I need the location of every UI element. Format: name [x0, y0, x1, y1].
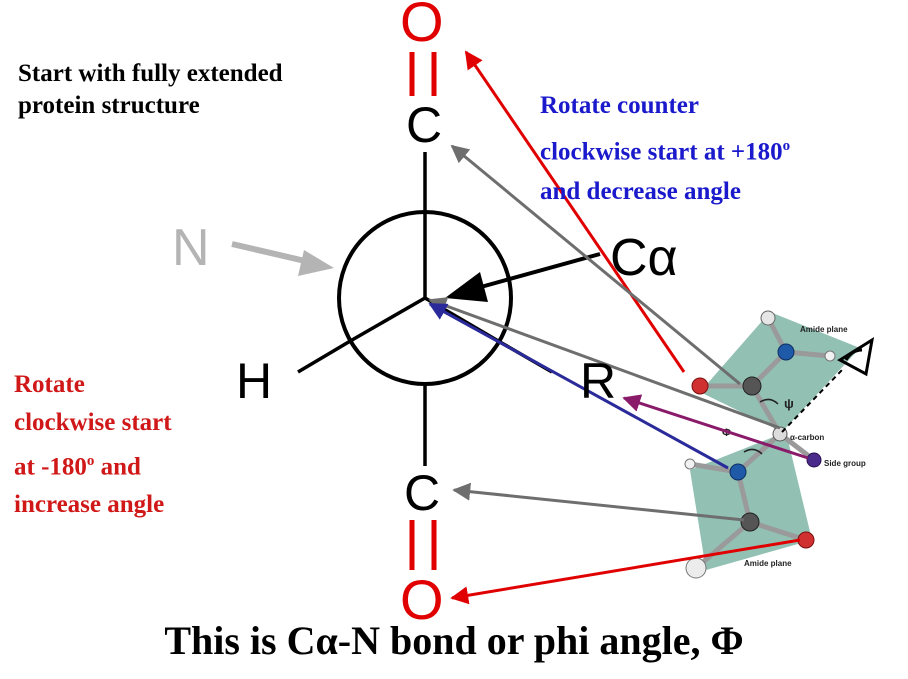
atom-nitrogen: N	[172, 219, 210, 277]
cw-note-line: clockwise start	[14, 409, 172, 436]
arrow-red-top	[464, 50, 686, 373]
amide-plane-bottom	[690, 432, 812, 570]
arrow-gray-c-top	[450, 144, 741, 386]
arrow-red-bottom	[450, 538, 801, 605]
cw-note-line: Rotate	[14, 371, 85, 398]
n-arrow-head	[298, 250, 334, 276]
atom-side-chain: R	[580, 353, 617, 409]
ball-and-stick-model: Amide plane Amide plane α-carbon Side gr…	[684, 310, 875, 579]
arrow-gray-center	[428, 297, 781, 430]
atom-carbon-bottom: C	[404, 465, 441, 521]
arrow-purple-r	[622, 394, 809, 460]
front-bond-h	[351, 296, 426, 342]
start-note-line: Start with fully extended	[18, 60, 283, 87]
degree-symbol: o	[782, 138, 791, 154]
ccw-note-line: clockwise start at +180o	[540, 138, 791, 166]
double-bond-bottom	[409, 520, 437, 570]
psi-label: ψ	[784, 396, 794, 411]
amide-plane-bottom-label: Amide plane	[744, 559, 792, 568]
start-note: Start with fully extended protein struct…	[18, 58, 283, 122]
eye-icon	[837, 336, 875, 377]
double-bond-top	[409, 52, 437, 96]
ca-arrow-head	[445, 272, 488, 302]
back-bond-h	[297, 338, 353, 374]
side-group-label: Side group	[824, 459, 866, 468]
ccw-note-line: Rotate counter	[540, 92, 699, 119]
counterclockwise-note: Rotate counter clockwise start at +180o …	[540, 86, 790, 212]
cw-note-line: increase angle	[14, 491, 165, 519]
alpha-carbon-label: α-carbon	[790, 433, 824, 442]
amide-plane-top-label: Amide plane	[800, 325, 848, 334]
clockwise-note: Rotate clockwise start at -180o and incr…	[14, 366, 172, 524]
atom-oxygen-top: O	[400, 0, 444, 53]
atom-carbon-top: C	[406, 97, 443, 153]
ccw-note-line: and decrease angle	[540, 178, 741, 206]
atom-oxygen-bottom: O	[400, 568, 444, 631]
start-note-line: protein structure	[18, 92, 200, 119]
arrow-gray-c-bottom	[452, 482, 745, 522]
arrow-navy-center	[428, 302, 729, 470]
psi-curl	[759, 398, 779, 405]
cw-note-line: at -180o and	[14, 453, 141, 481]
degree-symbol: o	[86, 453, 95, 469]
atom-hydrogen: H	[236, 353, 273, 409]
ca-arrow-shaft	[469, 252, 601, 292]
amide-plane-top	[700, 312, 860, 432]
atom-alpha-carbon: Cα	[610, 229, 678, 287]
caption: This is Cα-N bond or phi angle, Φ	[164, 618, 744, 663]
phi-curl	[743, 448, 763, 455]
